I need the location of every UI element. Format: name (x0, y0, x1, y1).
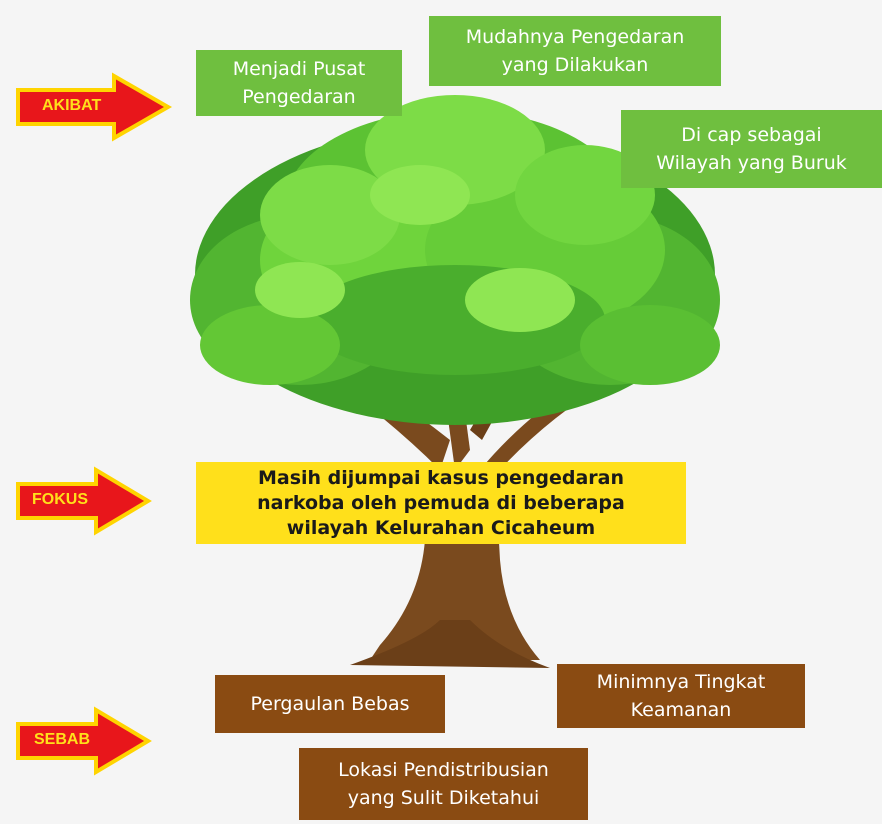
fokus-arrow: FOKUS (14, 466, 154, 540)
effect-box-3: Di cap sebagai Wilayah yang Buruk (621, 110, 882, 188)
cause-box-2: Minimnya Tingkat Keamanan (557, 664, 805, 728)
fokus-label: FOKUS (32, 491, 88, 508)
focus-problem-box: Masih dijumpai kasus pengedaran narkoba … (196, 462, 686, 544)
effect-box-2: Mudahnya Pengedaran yang Dilakukan (429, 16, 721, 86)
akibat-label: AKIBAT (42, 97, 102, 114)
akibat-arrow: AKIBAT (14, 72, 174, 146)
sebab-label: SEBAB (34, 731, 91, 748)
cause-box-3: Lokasi Pendistribusian yang Sulit Diketa… (299, 748, 588, 820)
arrow-right-icon (16, 72, 173, 142)
arrow-right-icon (16, 466, 152, 536)
arrow-right-icon (16, 706, 152, 776)
sebab-arrow: SEBAB (14, 706, 154, 780)
tree-roots (350, 620, 550, 668)
tree-canopy (190, 95, 720, 425)
effect-box-1: Menjadi Pusat Pengedaran (196, 50, 402, 116)
cause-box-1: Pergaulan Bebas (215, 675, 445, 733)
